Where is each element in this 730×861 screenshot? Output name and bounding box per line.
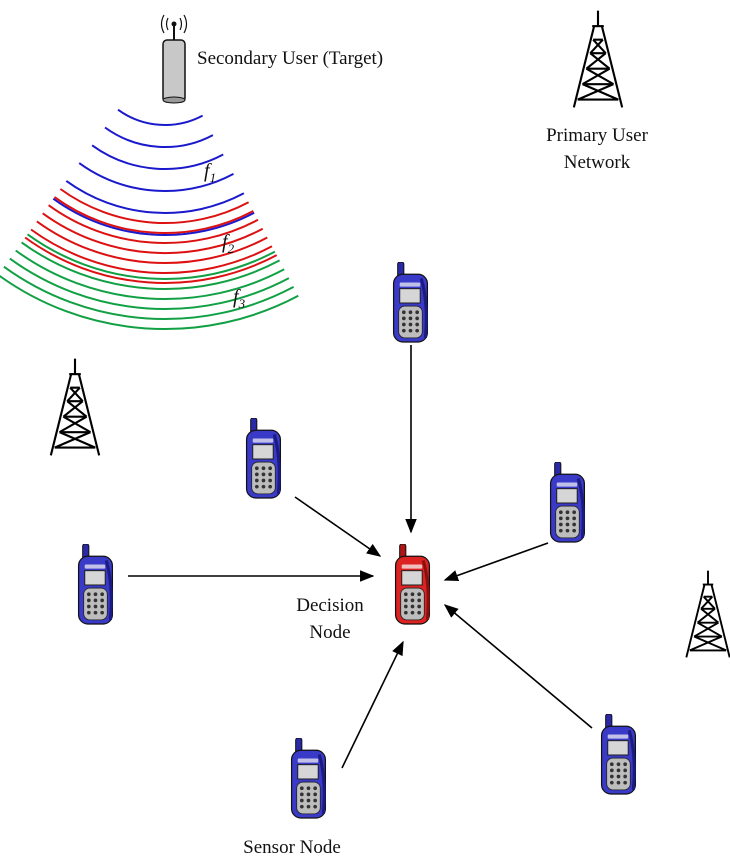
cell-tower-icon <box>685 569 730 659</box>
link-arrow <box>341 640 404 769</box>
links <box>128 345 593 769</box>
frequency-arc-1 <box>91 144 224 170</box>
mobile-phone-icon <box>244 418 283 500</box>
frequency-arc-3 <box>0 274 299 331</box>
frequency-arc-1 <box>117 108 204 126</box>
decision-phone-icon <box>393 544 432 626</box>
secondary-user-label: Secondary User (Target) <box>197 48 383 69</box>
decision-node-label-line1: Decision <box>296 595 364 616</box>
freq-label-f2: f2 <box>222 231 235 256</box>
frequency-arc-3 <box>15 249 285 300</box>
link-arrow <box>443 604 593 729</box>
primary-tower-icon <box>572 10 624 108</box>
frequency-arc-1 <box>78 162 234 192</box>
freq-label-f3: f3 <box>233 286 246 311</box>
frequency-arc-1 <box>65 180 245 214</box>
decision-node-label-line2: Node <box>309 622 350 643</box>
frequency-arc-2 <box>53 196 254 234</box>
frequency-arc-3 <box>3 265 295 320</box>
secondary-user-antenna-icon <box>160 14 188 104</box>
mobile-phone-icon <box>599 714 638 796</box>
frequency-arc-2 <box>24 236 278 284</box>
freq-label-f1: f1 <box>204 160 216 185</box>
link-arrow <box>294 496 382 557</box>
mobile-phone-icon <box>548 462 587 544</box>
frequency-arc-2 <box>42 212 264 255</box>
frequency-arcs <box>0 108 299 331</box>
frequency-arc-1 <box>52 197 255 236</box>
cell-tower-icon <box>49 357 101 457</box>
sensor-node-label: Sensor Node <box>243 837 341 858</box>
mobile-phone-icon <box>76 544 115 626</box>
link-arrow <box>443 542 549 582</box>
frequency-arc-2 <box>30 228 273 274</box>
frequency-arc-3 <box>21 241 281 290</box>
frequency-arc-1 <box>104 126 214 149</box>
frequency-arc-3 <box>9 257 290 310</box>
frequency-arc-2 <box>48 204 259 244</box>
frequency-arc-3 <box>26 233 276 280</box>
primary-network-label-line2: Network <box>564 152 631 173</box>
frequency-arc-2 <box>59 188 250 225</box>
mobile-phone-icon <box>289 738 328 820</box>
primary-network-label-line1: Primary User <box>546 125 649 146</box>
frequency-arc-2 <box>36 220 268 264</box>
mobile-phone-icon <box>391 262 430 344</box>
